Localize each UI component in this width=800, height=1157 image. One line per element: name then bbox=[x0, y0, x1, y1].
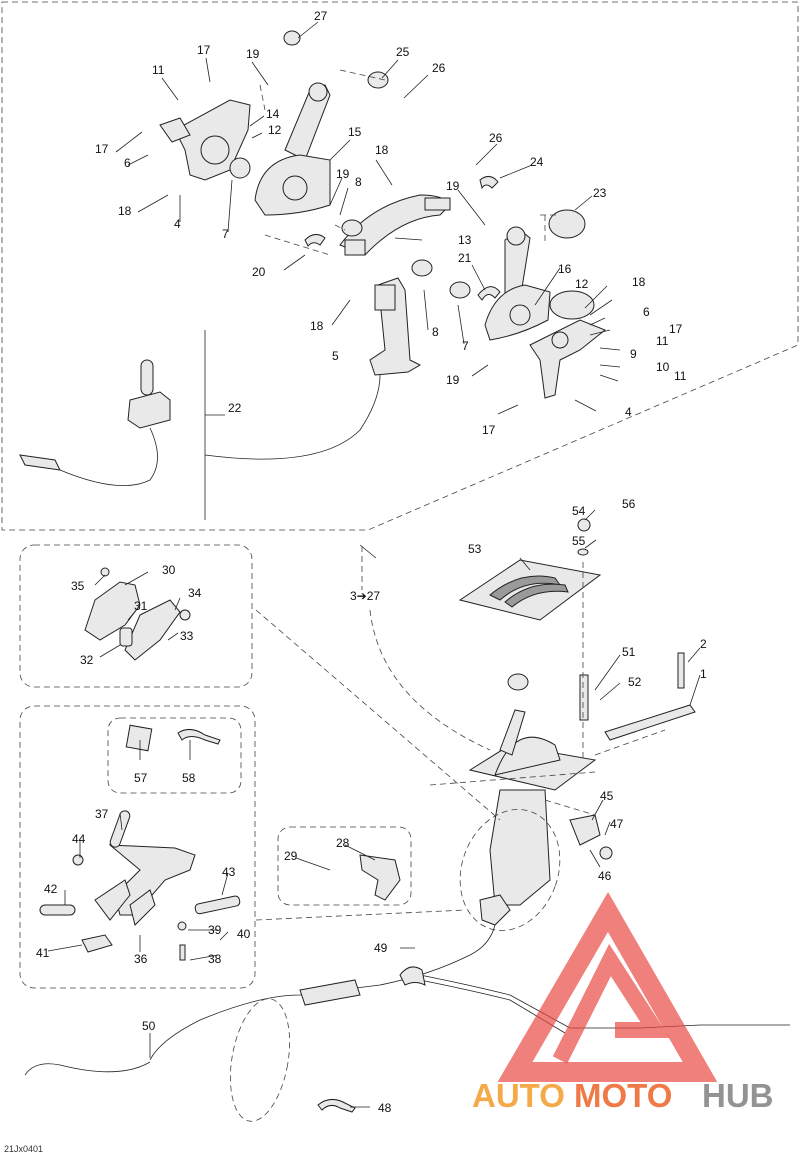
part-label: 19 bbox=[336, 167, 350, 181]
part-label: 17 bbox=[669, 322, 683, 336]
part-label: 33 bbox=[180, 629, 194, 643]
part-label: 11 bbox=[656, 334, 669, 348]
part-label: 14 bbox=[266, 107, 280, 121]
part-label: 28 bbox=[336, 836, 350, 850]
part-label: 4 bbox=[174, 217, 181, 231]
part-label: 21 bbox=[458, 251, 472, 265]
figure-code: 21Jx0401 bbox=[4, 1144, 43, 1154]
part-label: 58 bbox=[182, 771, 196, 785]
detail-box-30-35 bbox=[19, 544, 253, 688]
part-label: 44 bbox=[72, 832, 86, 846]
part-label: 55 bbox=[572, 534, 586, 548]
bracket-28 bbox=[359, 854, 401, 901]
part-label: 8 bbox=[355, 175, 362, 189]
part-label: 18 bbox=[375, 143, 389, 157]
part-label: 10 bbox=[656, 360, 670, 374]
part-label: 39 bbox=[208, 923, 222, 937]
part-label: 19 bbox=[246, 47, 260, 61]
logo-triangle bbox=[497, 892, 718, 1082]
part-label: 45 bbox=[600, 789, 614, 803]
part-label: 31 bbox=[134, 599, 148, 613]
part-label: 22 bbox=[228, 401, 242, 415]
part-label: 49 bbox=[374, 941, 388, 955]
part-label: 3➔27 bbox=[350, 589, 380, 603]
part-label: 43 bbox=[222, 865, 236, 879]
part-number-labels: 27 17 19 25 26 11 14 12 15 17 6 18 4 7 2… bbox=[4, 9, 707, 1154]
part-label: 41 bbox=[36, 946, 50, 960]
logo-text-moto: MOTO bbox=[574, 1077, 672, 1114]
part-label: 54 bbox=[572, 504, 586, 518]
part-label: 17 bbox=[197, 43, 211, 57]
part-label: 38 bbox=[208, 952, 222, 966]
detail-box-36-44 bbox=[19, 705, 256, 989]
part-label: 17 bbox=[95, 142, 109, 156]
part-label: 27 bbox=[314, 9, 328, 23]
part-label: 37 bbox=[95, 807, 109, 821]
part-label: 7 bbox=[462, 339, 469, 353]
part-label: 6 bbox=[124, 156, 131, 170]
center-assembly bbox=[458, 518, 696, 931]
part-label: 1 bbox=[700, 667, 707, 681]
top-assembly bbox=[19, 30, 606, 520]
part-label: 16 bbox=[558, 262, 572, 276]
part-label: 40 bbox=[237, 927, 251, 941]
part-label: 30 bbox=[162, 563, 176, 577]
part-label: 7 bbox=[222, 227, 229, 241]
top-assembly-frame bbox=[1, 1, 799, 531]
part-label: 36 bbox=[134, 952, 148, 966]
leader-lines bbox=[47, 21, 701, 1108]
part-label: 8 bbox=[432, 325, 439, 339]
part-label: 50 bbox=[142, 1019, 156, 1033]
detail-box-57-58 bbox=[107, 717, 242, 794]
part-label: 2 bbox=[700, 637, 707, 651]
automotohub-logo: AUTO MOTO HUB bbox=[472, 892, 774, 1114]
part-label: 26 bbox=[432, 61, 446, 75]
part-label: 13 bbox=[458, 233, 472, 247]
part-label: 56 bbox=[622, 497, 636, 511]
part-label: 26 bbox=[489, 131, 503, 145]
part-label: 51 bbox=[622, 645, 636, 659]
part-label: 18 bbox=[118, 204, 132, 218]
part-label: 15 bbox=[348, 125, 362, 139]
cables bbox=[24, 924, 790, 1122]
part-label: 18 bbox=[310, 319, 324, 333]
part-label: 24 bbox=[530, 155, 544, 169]
part-label: 20 bbox=[252, 265, 266, 279]
part-label: 48 bbox=[378, 1101, 392, 1115]
part-label: 25 bbox=[396, 45, 410, 59]
part-label: 47 bbox=[610, 817, 624, 831]
part-label: 57 bbox=[134, 771, 148, 785]
part-label: 19 bbox=[446, 179, 460, 193]
part-label: 9 bbox=[630, 347, 637, 361]
part-label: 4 bbox=[625, 405, 632, 419]
logo-text-hub: HUB bbox=[702, 1077, 774, 1114]
detail-box-28-29 bbox=[277, 826, 412, 906]
part-label: 11 bbox=[152, 63, 165, 77]
part-label: 11 bbox=[674, 369, 687, 383]
part-label: 42 bbox=[44, 882, 58, 896]
part-label: 6 bbox=[643, 305, 650, 319]
part-label: 46 bbox=[598, 869, 612, 883]
part-label: 34 bbox=[188, 586, 202, 600]
part-label: 53 bbox=[468, 542, 482, 556]
part-label: 29 bbox=[284, 849, 298, 863]
part-label: 35 bbox=[71, 579, 85, 593]
part-label: 12 bbox=[268, 123, 282, 137]
part-label: 52 bbox=[628, 675, 642, 689]
lower-left-parts bbox=[39, 724, 241, 961]
part-label: 5 bbox=[332, 349, 339, 363]
logo-text-auto: AUTO bbox=[472, 1077, 565, 1114]
part-label: 12 bbox=[575, 277, 589, 291]
part-label: 18 bbox=[632, 275, 646, 289]
part-label: 23 bbox=[593, 186, 607, 200]
part-label: 32 bbox=[80, 653, 94, 667]
part-label: 19 bbox=[446, 373, 460, 387]
linkage-plates bbox=[84, 567, 191, 661]
part-label: 17 bbox=[482, 423, 496, 437]
